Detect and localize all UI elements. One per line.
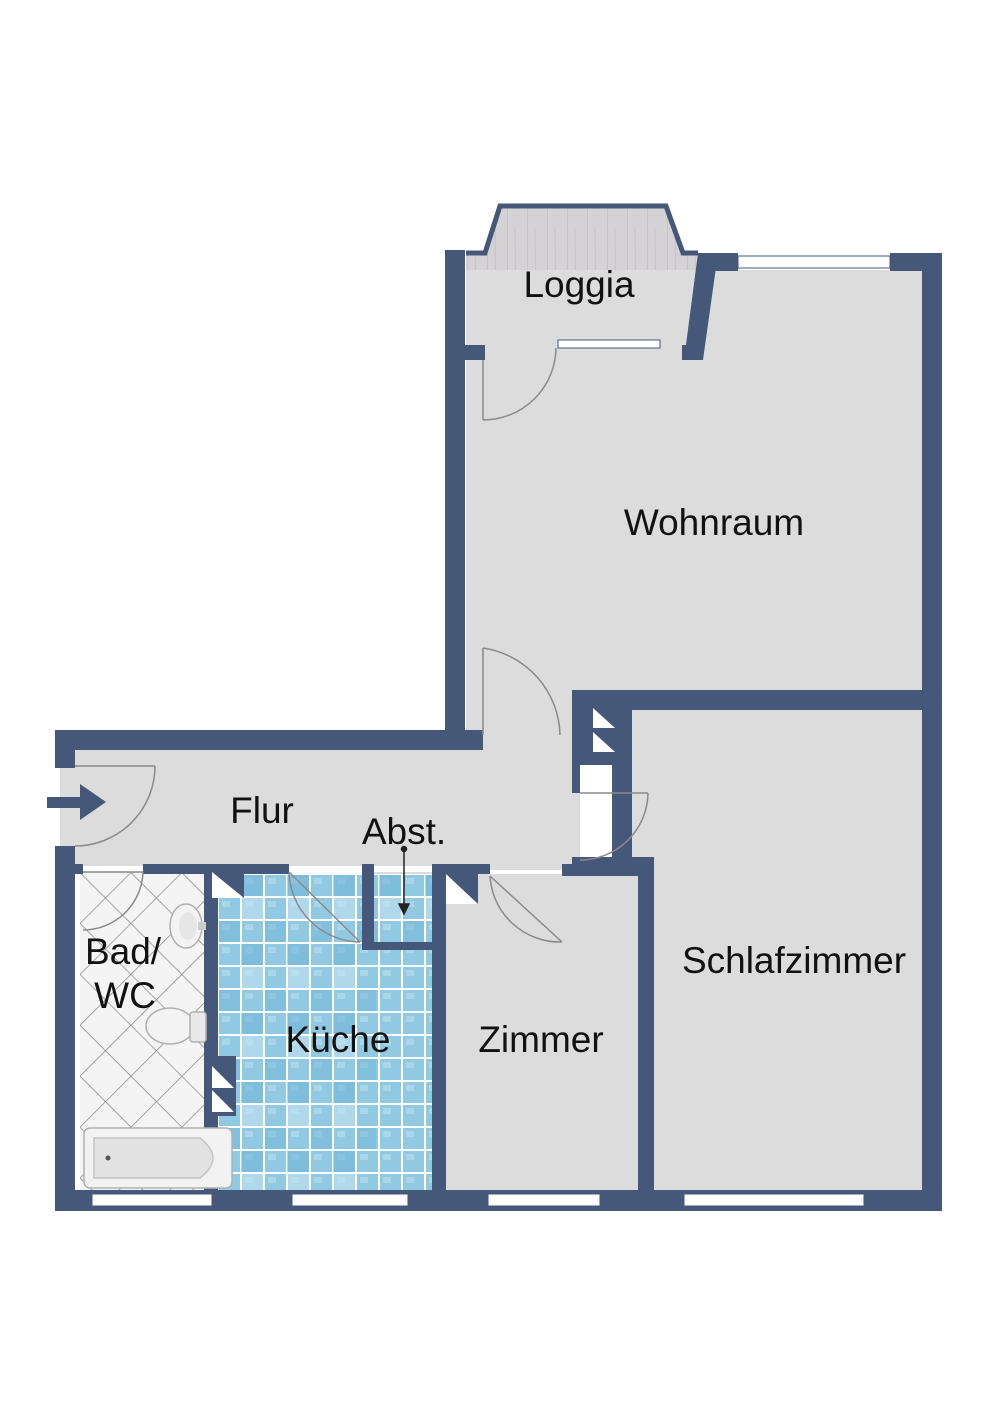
flur-floor-2 <box>466 690 578 870</box>
room-label-wohnraum: Wohnraum <box>624 502 804 543</box>
entrance-arrow-icon <box>47 784 106 820</box>
loggia-railing <box>466 203 698 256</box>
room-label-abstellraum: Abst. <box>362 811 446 852</box>
abstellraum-arrow-icon <box>397 845 411 916</box>
kueche-niche-floor <box>376 942 432 1192</box>
room-label-kueche: Küche <box>286 1019 391 1060</box>
room-label-bad-line1: Bad/ <box>85 931 162 972</box>
bathtub-icon <box>83 1127 233 1189</box>
floors <box>60 208 922 1192</box>
schlafzimmer-floor <box>632 710 922 1192</box>
toilet-icon <box>145 1007 207 1045</box>
room-label-flur: Flur <box>230 790 294 831</box>
chimney-shaft-icon <box>212 708 615 1112</box>
doors <box>74 347 649 943</box>
windows <box>91 255 891 1207</box>
zimmer-floor <box>446 874 640 1192</box>
room-label-schlafzimmer: Schlafzimmer <box>682 940 906 981</box>
room-label-bad-line2: WC <box>94 975 156 1016</box>
room-label-zimmer: Zimmer <box>478 1019 603 1060</box>
washbasin-icon <box>169 903 206 949</box>
room-label-loggia: Loggia <box>523 264 635 305</box>
